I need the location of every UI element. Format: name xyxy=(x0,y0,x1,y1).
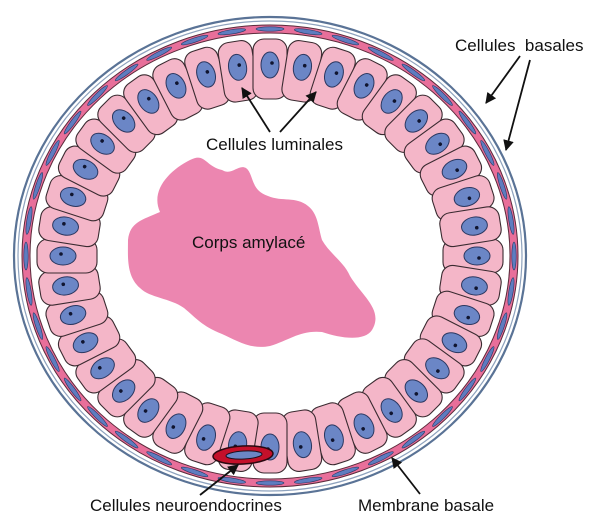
arrow-basal-1 xyxy=(486,56,520,103)
basal-cells-label: Cellules basales xyxy=(455,37,584,54)
basal-nucleus xyxy=(24,242,28,270)
nucleolus xyxy=(270,61,274,65)
arrow-basal-2 xyxy=(506,60,530,150)
neuroendocrine-cells-label: Cellules neuroendocrines xyxy=(90,497,282,514)
basal-nucleus xyxy=(256,481,284,485)
amyloid-body-label: Corps amylacé xyxy=(192,234,305,251)
luminal-cells-label: Cellules luminales xyxy=(206,136,343,153)
nucleolus xyxy=(477,256,481,260)
basement-membrane-label: Membrane basale xyxy=(358,497,494,514)
luminal-nucleus xyxy=(50,247,76,265)
basal-nucleus xyxy=(512,242,516,270)
nucleolus xyxy=(59,252,63,256)
basal-nucleus xyxy=(256,27,284,31)
arrow-membrane xyxy=(392,458,420,494)
luminal-nucleus xyxy=(261,52,279,78)
luminal-nucleus xyxy=(464,247,490,265)
